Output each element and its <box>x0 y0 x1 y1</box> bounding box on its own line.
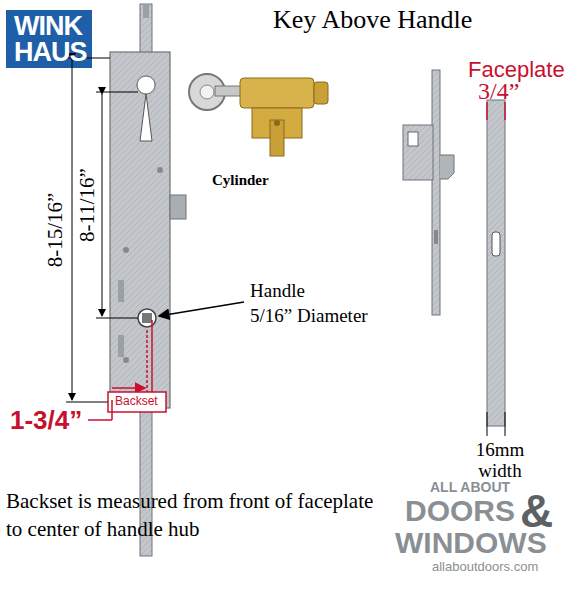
leader-line <box>159 302 244 316</box>
keyhole <box>137 76 155 141</box>
watermark: ALL ABOUT <box>430 480 510 495</box>
logo-box <box>6 10 92 68</box>
dimension: 8-15/16” <box>44 193 67 268</box>
dimension: 16mm width <box>470 440 530 482</box>
handle-hub <box>138 309 156 327</box>
caption: Backset is measured from front of facepl… <box>6 487 391 544</box>
part-name: 5/16” Diameter <box>250 306 368 327</box>
dimension: 1-3/4” <box>10 406 82 435</box>
latch <box>170 195 186 219</box>
dimension: 3/4” <box>478 78 519 104</box>
part-name: Handle <box>250 281 305 302</box>
gearbox <box>110 52 170 408</box>
logo-text: HAUS <box>14 38 87 68</box>
title: Key Above Handle <box>273 6 472 35</box>
backset-arrow <box>112 387 145 389</box>
faceplate-illustration <box>487 100 505 436</box>
watermark: allaboutdoors.com <box>432 560 538 574</box>
dimension-name: Backset <box>115 395 158 408</box>
dimension: 8-11/16” <box>76 168 99 242</box>
part-name: Cylinder <box>212 172 269 189</box>
watermark: WINDOWS <box>395 526 547 559</box>
dim-line <box>72 60 73 400</box>
watermark: DOORS <box>405 494 515 527</box>
side-lock-illustration <box>403 70 454 315</box>
cylinder-illustration <box>189 74 328 156</box>
dim-line <box>102 94 103 316</box>
